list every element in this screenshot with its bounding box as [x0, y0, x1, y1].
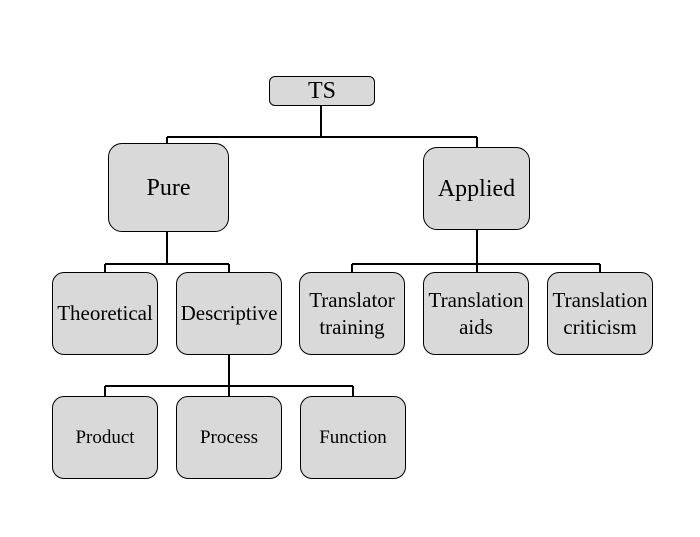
node-translator-training-line2: training [319, 314, 385, 339]
node-translation-criticism-line2: criticism [563, 314, 637, 339]
connector-ts [166, 106, 478, 147]
node-pure-label: Pure [146, 174, 191, 201]
node-translation-criticism: Translation criticism [547, 272, 653, 355]
node-product-label: Product [75, 426, 135, 448]
node-translation-aids-line1: Translation [428, 288, 524, 313]
connector-pure [104, 232, 230, 272]
node-translation-criticism-line1: Translation [552, 288, 648, 313]
node-translation-aids-line2: aids [459, 314, 493, 339]
node-process: Process [176, 396, 282, 479]
node-translator-training-line1: Translator [309, 288, 395, 313]
connector-applied [351, 230, 601, 272]
node-applied: Applied [423, 147, 530, 230]
node-theoretical-label: Theoretical [57, 301, 153, 326]
node-ts: TS [269, 76, 375, 106]
node-descriptive: Descriptive [176, 272, 282, 355]
node-applied-label: Applied [437, 175, 516, 202]
node-translation-aids: Translation aids [423, 272, 529, 355]
node-translator-training: Translator training [299, 272, 405, 355]
node-function: Function [300, 396, 406, 479]
connector-descriptive [104, 355, 354, 396]
node-theoretical: Theoretical [52, 272, 158, 355]
node-process-label: Process [199, 426, 259, 448]
node-descriptive-label: Descriptive [180, 301, 278, 326]
node-pure: Pure [108, 143, 229, 232]
node-function-label: Function [319, 426, 387, 448]
node-product: Product [52, 396, 158, 479]
node-ts-label: TS [307, 78, 336, 104]
